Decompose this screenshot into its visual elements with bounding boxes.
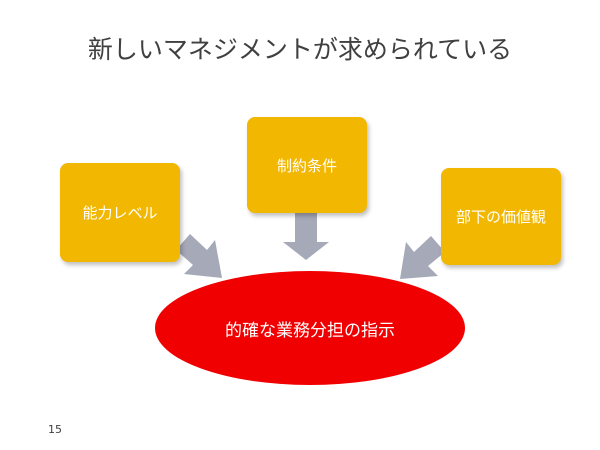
box-ability-level: 能力レベル [60, 163, 180, 262]
box-constraints: 制約条件 [247, 117, 367, 213]
box-label: 能力レベル [82, 204, 158, 222]
arrow-right-diagonal-icon [400, 236, 445, 279]
slide-title: 新しいマネジメントが求められている [87, 35, 513, 64]
arrow-down-icon [283, 213, 329, 260]
box-label: 部下の価値観 [455, 208, 546, 226]
center-label: 的確な業務分担の指示 [225, 320, 395, 341]
page-number: 15 [48, 423, 62, 436]
center-ellipse: 的確な業務分担の指示 [155, 271, 465, 385]
box-subordinate-values: 部下の価値観 [441, 168, 561, 265]
box-label: 制約条件 [276, 156, 337, 175]
arrow-left-diagonal-icon [176, 234, 222, 278]
